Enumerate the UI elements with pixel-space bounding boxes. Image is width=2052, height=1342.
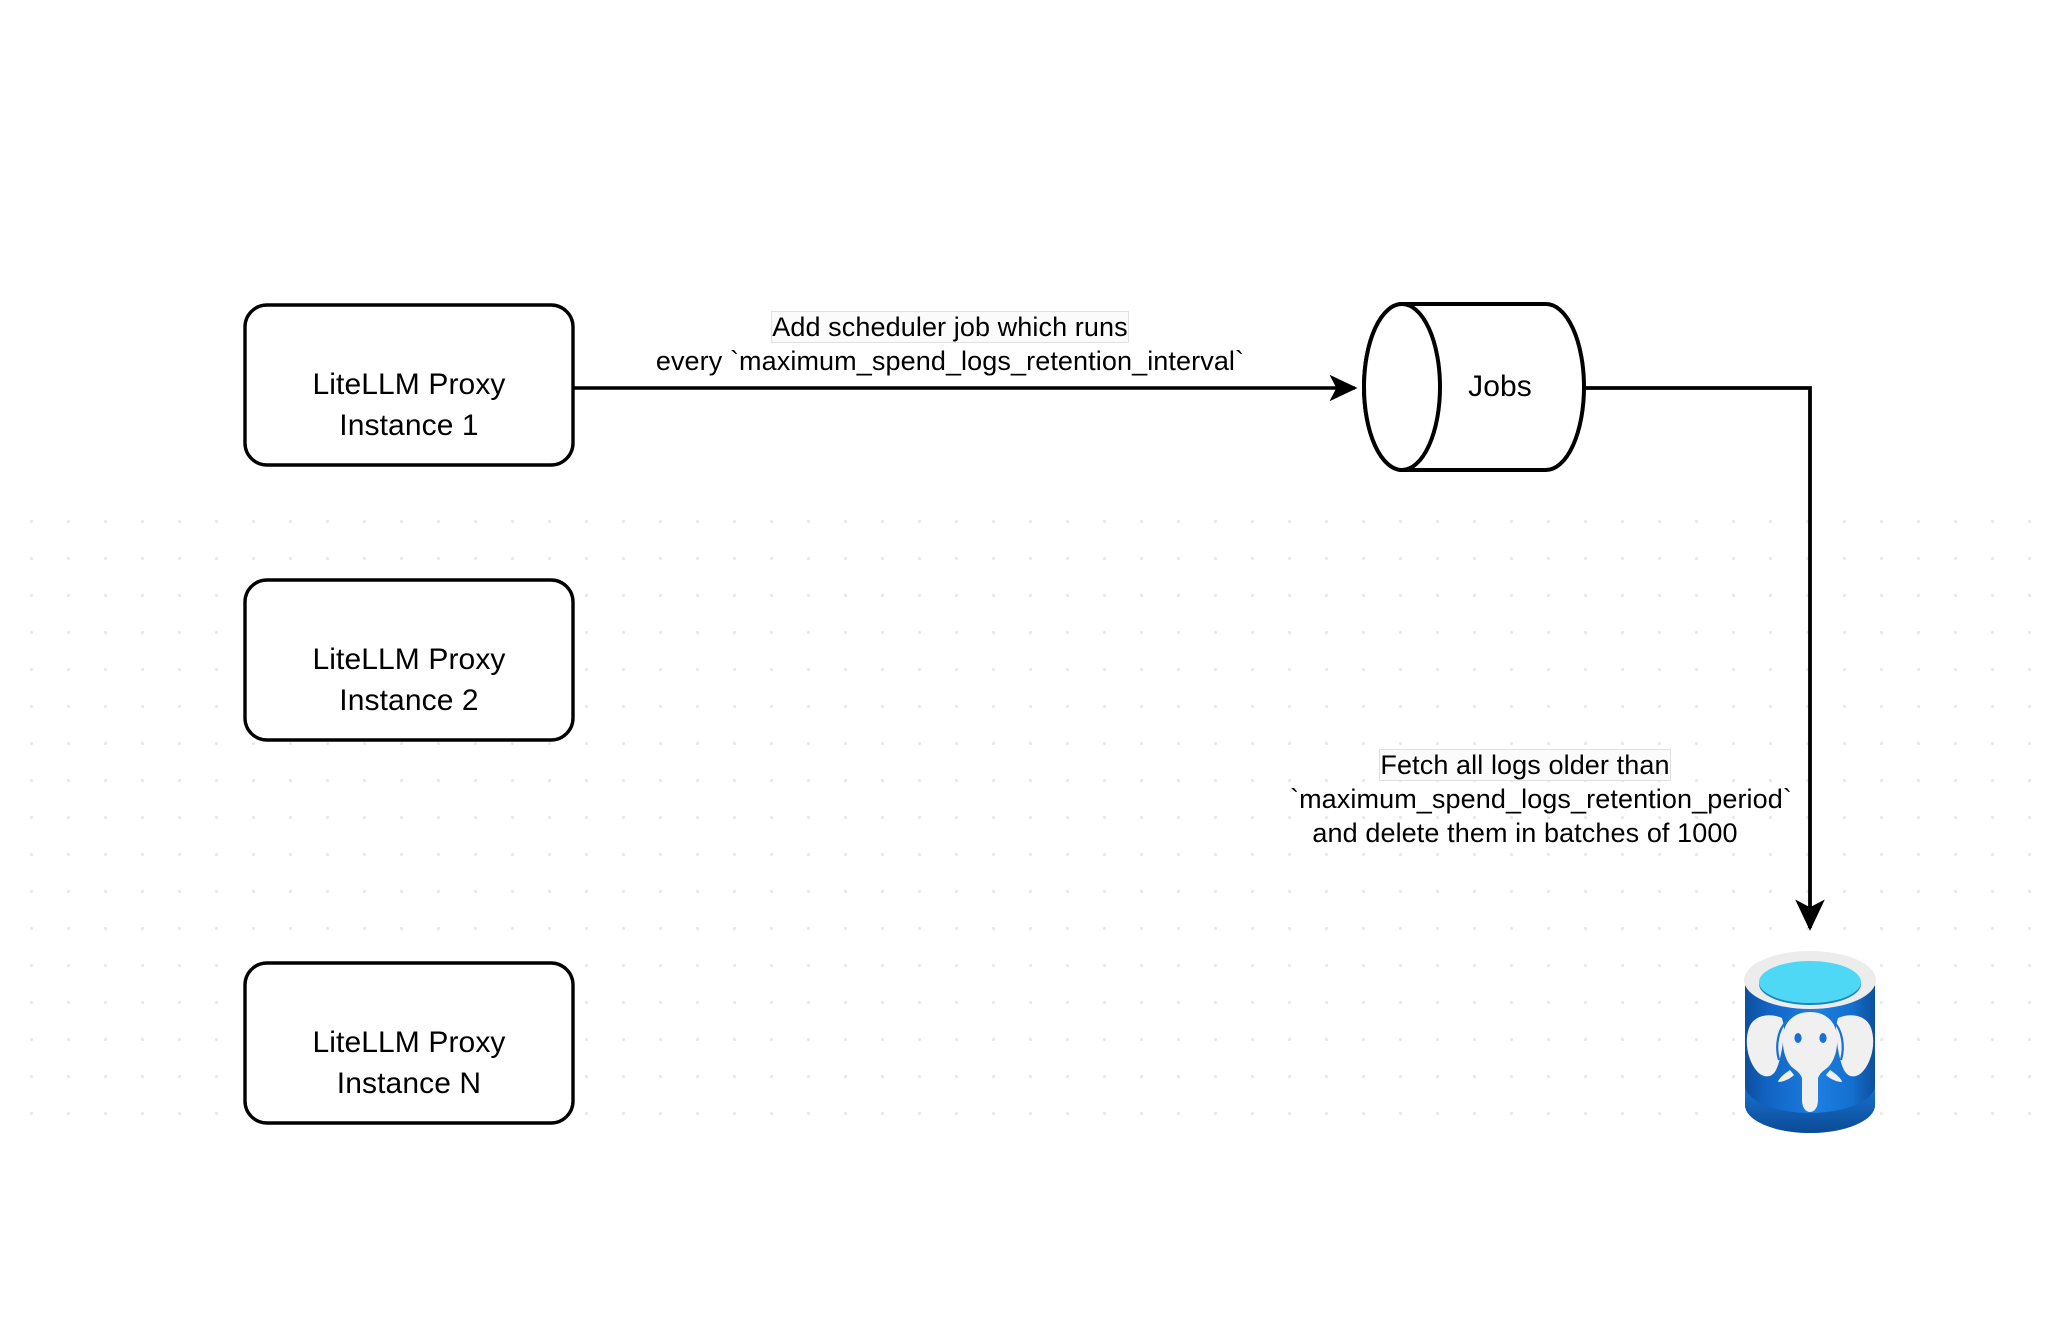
node-jobs-store bbox=[1362, 302, 1586, 472]
node-instance-n bbox=[243, 961, 575, 1125]
edge-jobs-to-postgres bbox=[1584, 386, 1825, 931]
node-jobs-store-label: Jobs bbox=[1468, 370, 1532, 403]
edge-jobs-to-postgres-label: Fetch all logs older than`maximum_spend_… bbox=[1290, 750, 1792, 848]
node-instance-2 bbox=[243, 578, 575, 742]
node-instance-1 bbox=[243, 303, 575, 467]
postgres-icon bbox=[1744, 951, 1876, 1133]
